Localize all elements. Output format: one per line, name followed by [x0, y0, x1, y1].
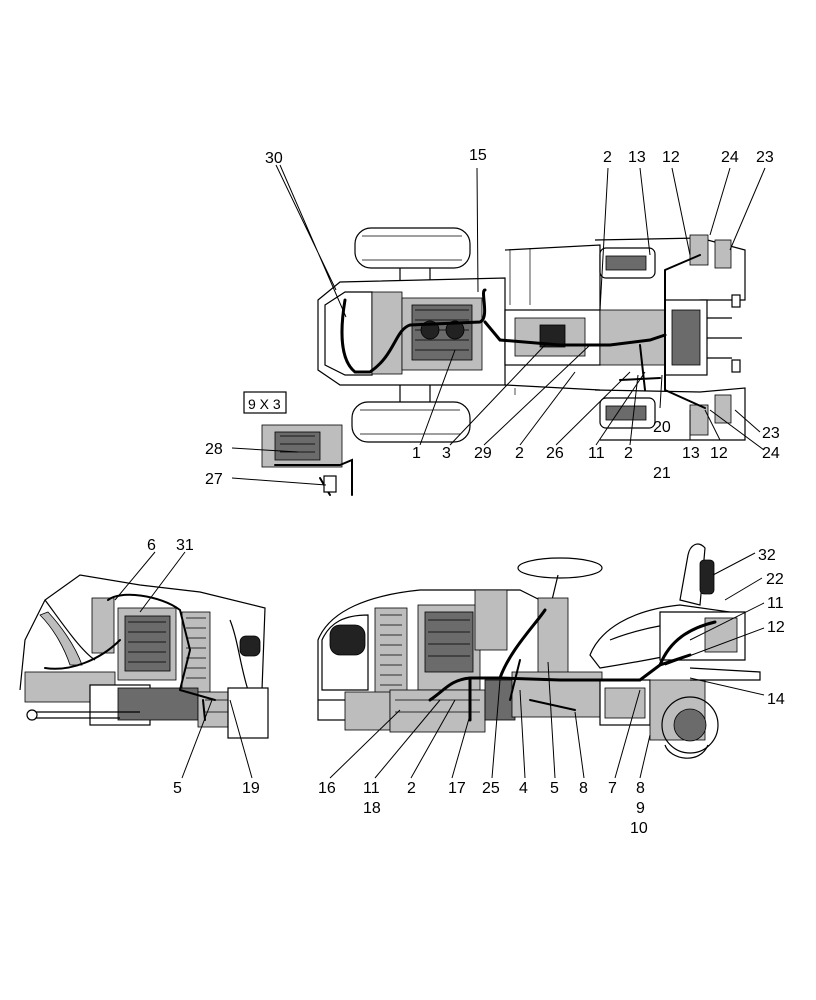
connector-detail-inset	[243, 391, 353, 496]
callout-2: 2	[515, 445, 524, 462]
callout-22: 22	[766, 571, 784, 588]
tractor-top-view	[317, 227, 746, 443]
callout-30: 30	[265, 150, 283, 167]
callout-18: 18	[363, 800, 381, 817]
callout-11: 11	[588, 445, 605, 462]
callout-11: 11	[363, 780, 380, 797]
callout-27: 27	[205, 471, 223, 488]
callout-2: 2	[603, 149, 612, 166]
callout-31: 31	[176, 537, 194, 554]
tractor-left-side-view	[19, 574, 269, 739]
callout-12: 12	[767, 619, 785, 636]
callout-24: 24	[762, 445, 780, 462]
callout-16: 16	[318, 780, 336, 797]
callout-13: 13	[682, 445, 700, 462]
callout-11: 11	[767, 595, 784, 612]
callout-23: 23	[762, 425, 780, 442]
callout-12: 12	[662, 149, 680, 166]
callout-10: 10	[630, 820, 648, 837]
callout-2: 2	[624, 445, 633, 462]
callout-7: 7	[608, 780, 617, 797]
callout-5: 5	[550, 780, 559, 797]
quantity-label: 9 X 3	[248, 396, 281, 412]
callout-5: 5	[173, 780, 182, 797]
callout-9: 9	[636, 800, 645, 817]
callout-4: 4	[519, 780, 528, 797]
callout-26: 26	[546, 445, 564, 462]
callout-6: 6	[147, 537, 156, 554]
callout-14: 14	[767, 691, 785, 708]
callout-8: 8	[579, 780, 588, 797]
callout-1: 1	[412, 445, 421, 462]
callout-17: 17	[448, 780, 466, 797]
tractor-right-side-view	[317, 543, 761, 759]
callout-32: 32	[758, 547, 776, 564]
callout-29: 29	[474, 445, 492, 462]
callout-21: 21	[653, 465, 671, 482]
callout-13: 13	[628, 149, 646, 166]
callout-12: 12	[710, 445, 728, 462]
callout-2: 2	[407, 780, 416, 797]
callout-28: 28	[205, 441, 223, 458]
callout-24: 24	[721, 149, 739, 166]
leader-lines	[114, 164, 766, 779]
callout-23: 23	[756, 149, 774, 166]
callout-8: 8	[636, 780, 645, 797]
callout-labels: 30 15 2 13 12 24 23 1 3 29 2 26 11 2 20 …	[147, 147, 785, 837]
quantity-box	[243, 391, 287, 414]
callout-19: 19	[242, 780, 260, 797]
callout-3: 3	[442, 445, 451, 462]
callout-25: 25	[482, 780, 500, 797]
callout-20: 20	[653, 419, 671, 436]
callout-15: 15	[469, 147, 487, 164]
